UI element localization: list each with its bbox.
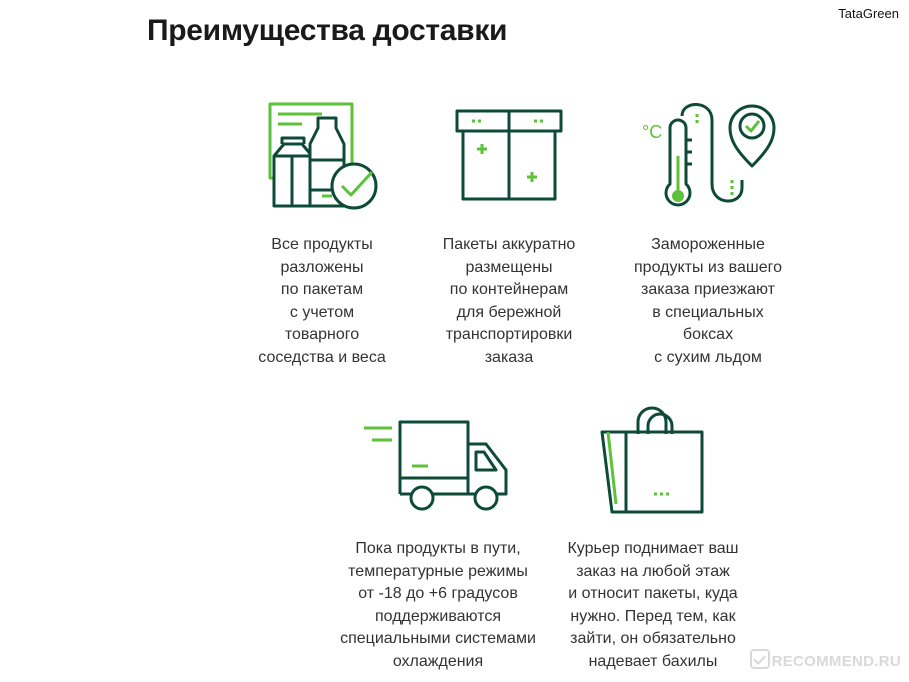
delivery-truck-icon xyxy=(364,420,508,511)
shopping-bag-icon xyxy=(600,406,704,514)
benefit-text-4: Пока продукты в пути,температурные режим… xyxy=(340,540,536,670)
box-icon xyxy=(455,109,563,201)
recommend-logo-icon xyxy=(749,649,770,669)
watermark: RECOMMEND.RU xyxy=(749,649,901,670)
thermometer-location-icon: °C xyxy=(642,103,776,207)
page-title: Преимущества доставки xyxy=(147,14,508,47)
author-name: TataGreen xyxy=(838,6,899,21)
groceries-icon xyxy=(268,102,378,210)
svg-text:°C: °C xyxy=(642,122,662,142)
